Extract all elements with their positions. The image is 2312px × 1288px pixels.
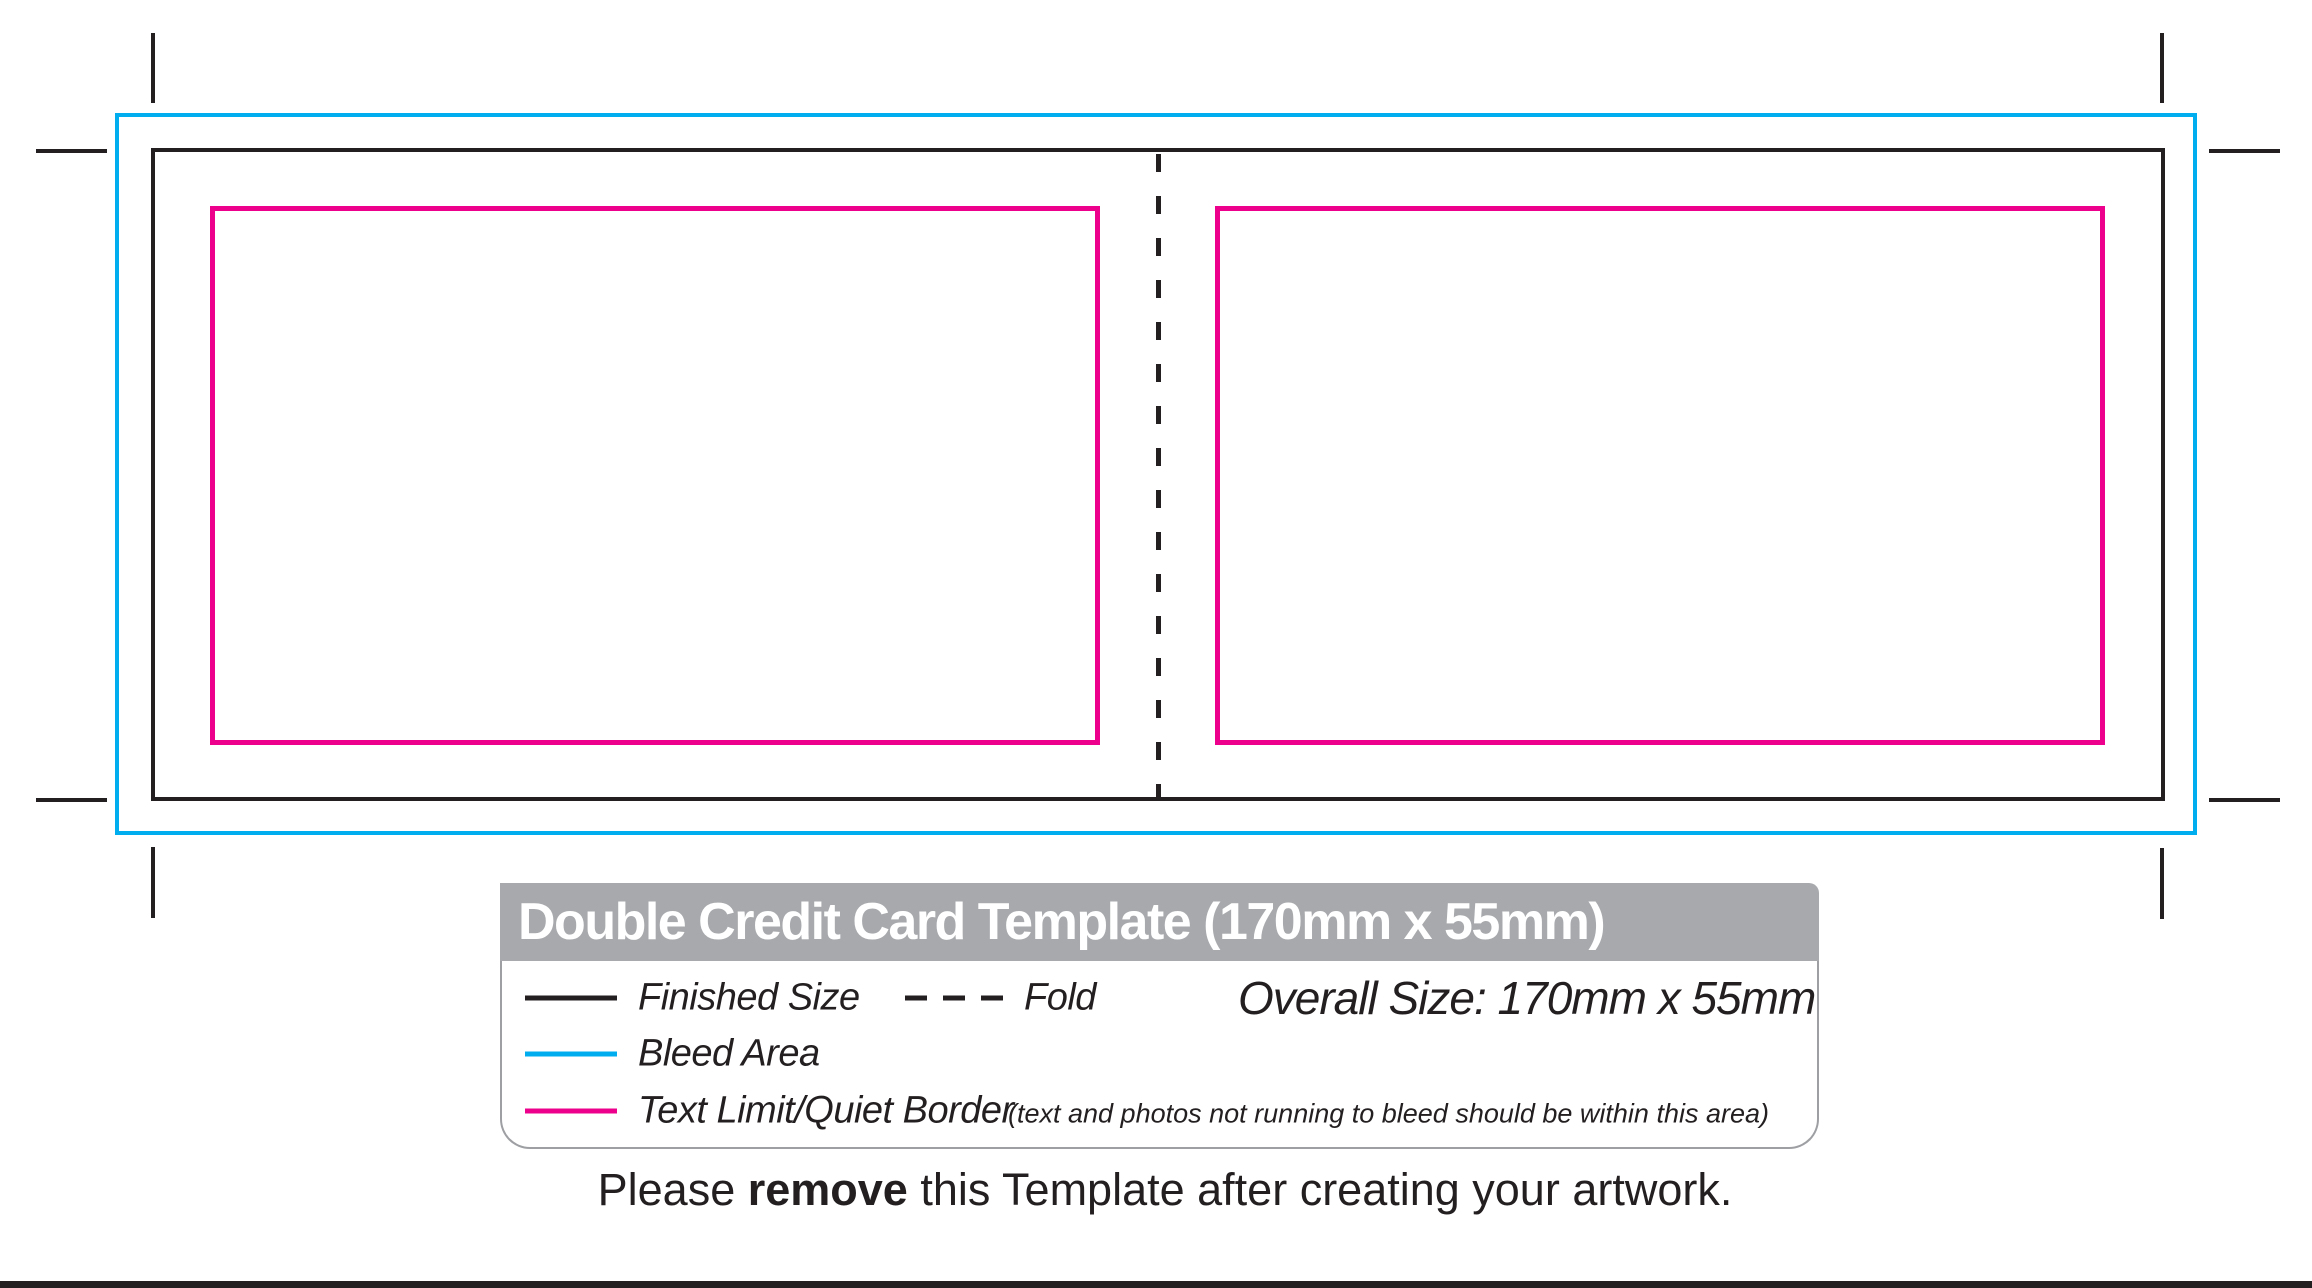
legend-row-finished-size: Finished Size Fold Overall Size: 170mm x… xyxy=(500,972,1819,1024)
bottom-rule xyxy=(0,1281,2312,1288)
overall-size-label: Overall Size: 170mm x 55mm xyxy=(1238,972,1816,1024)
text-limit-label: Text Limit/Quiet Border xyxy=(638,1089,1014,1132)
crop-mark-bottom-left-horizontal xyxy=(36,798,107,802)
remove-template-instruction: Please remove this Template after creati… xyxy=(495,1164,1835,1216)
legend-title: Double Credit Card Template (170mm x 55m… xyxy=(518,893,1606,951)
legend-row-bleed-area: Bleed Area xyxy=(500,1032,1819,1076)
instruction-suffix: this Template after creating your artwor… xyxy=(907,1164,1733,1215)
crop-mark-top-left-horizontal xyxy=(36,149,107,153)
crop-mark-top-right-vertical xyxy=(2160,33,2164,103)
crop-mark-top-right-horizontal xyxy=(2209,149,2280,153)
finished-size-rect xyxy=(151,148,2165,801)
fold-label: Fold xyxy=(1024,976,1096,1019)
legend-row-text-limit: Text Limit/Quiet Border (text and photos… xyxy=(500,1089,1819,1133)
crop-mark-bottom-right-horizontal xyxy=(2209,798,2280,802)
instruction-prefix: Please xyxy=(597,1164,748,1215)
crop-mark-top-left-vertical xyxy=(151,33,155,103)
text-limit-note: (text and photos not running to bleed sh… xyxy=(1008,1098,1769,1129)
text-limit-rect-left xyxy=(210,206,1100,745)
crop-mark-bottom-left-vertical xyxy=(151,847,155,918)
fold-line xyxy=(1156,154,1161,797)
bleed-area-label: Bleed Area xyxy=(638,1032,820,1075)
fold-line-swatch xyxy=(905,995,1005,1001)
bleed-area-rect xyxy=(115,113,2197,835)
legend-box xyxy=(500,961,1819,1149)
text-limit-line-swatch xyxy=(525,1108,617,1114)
legend-header-bar: Double Credit Card Template (170mm x 55m… xyxy=(500,883,1819,961)
text-limit-rect-right xyxy=(1215,206,2105,745)
crop-mark-bottom-right-vertical xyxy=(2160,848,2164,919)
finished-size-line-swatch xyxy=(525,995,617,1001)
finished-size-label: Finished Size xyxy=(638,976,860,1019)
instruction-emphasis: remove xyxy=(747,1164,908,1215)
bleed-area-line-swatch xyxy=(525,1051,617,1057)
